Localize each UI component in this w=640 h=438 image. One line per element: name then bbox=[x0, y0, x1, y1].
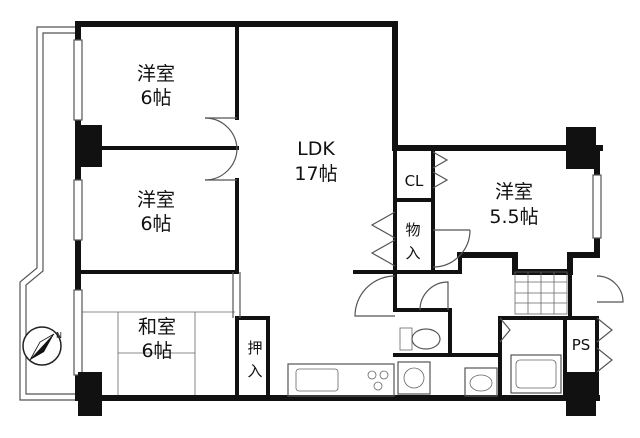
western-room-2-size: 6帖 bbox=[140, 213, 171, 235]
balcony bbox=[19, 26, 75, 401]
washing-machine bbox=[397, 361, 431, 395]
bathtub bbox=[510, 354, 562, 394]
toilet bbox=[399, 327, 441, 351]
closet-label: CL bbox=[405, 172, 424, 190]
ldk-name: LDK bbox=[297, 138, 335, 160]
windows bbox=[73, 39, 602, 376]
kitchen-counter bbox=[287, 363, 395, 397]
pipe-space-label: PS bbox=[572, 336, 591, 354]
western-room-3-name: 洋室 bbox=[495, 181, 533, 203]
western-room-1-name: 洋室 bbox=[137, 63, 175, 85]
columns bbox=[78, 125, 596, 416]
western-room-1-size: 6帖 bbox=[140, 87, 171, 109]
compass-north-label: N bbox=[56, 331, 62, 340]
doors bbox=[204, 117, 624, 373]
japanese-room-size: 6帖 bbox=[141, 340, 172, 362]
oshiire-label-2: 入 bbox=[247, 362, 262, 380]
western-room-3-size: 5.5帖 bbox=[489, 206, 538, 228]
room-labels: 洋室 6帖 洋室 6帖 和室 6帖 LDK 17帖 洋室 5.5帖 CL 物 入… bbox=[137, 63, 590, 380]
storeroom-label-2: 入 bbox=[405, 244, 420, 262]
wash-basin bbox=[464, 367, 498, 397]
entrance-tiles bbox=[514, 271, 568, 315]
compass-icon: N bbox=[22, 326, 62, 366]
tatami-pattern bbox=[78, 275, 235, 395]
storeroom-label-1: 物 bbox=[405, 221, 420, 239]
western-room-2-name: 洋室 bbox=[137, 189, 175, 211]
oshiire-label-1: 押 bbox=[247, 339, 262, 357]
ldk-size: 17帖 bbox=[294, 163, 337, 185]
japanese-room-name: 和室 bbox=[138, 316, 176, 338]
